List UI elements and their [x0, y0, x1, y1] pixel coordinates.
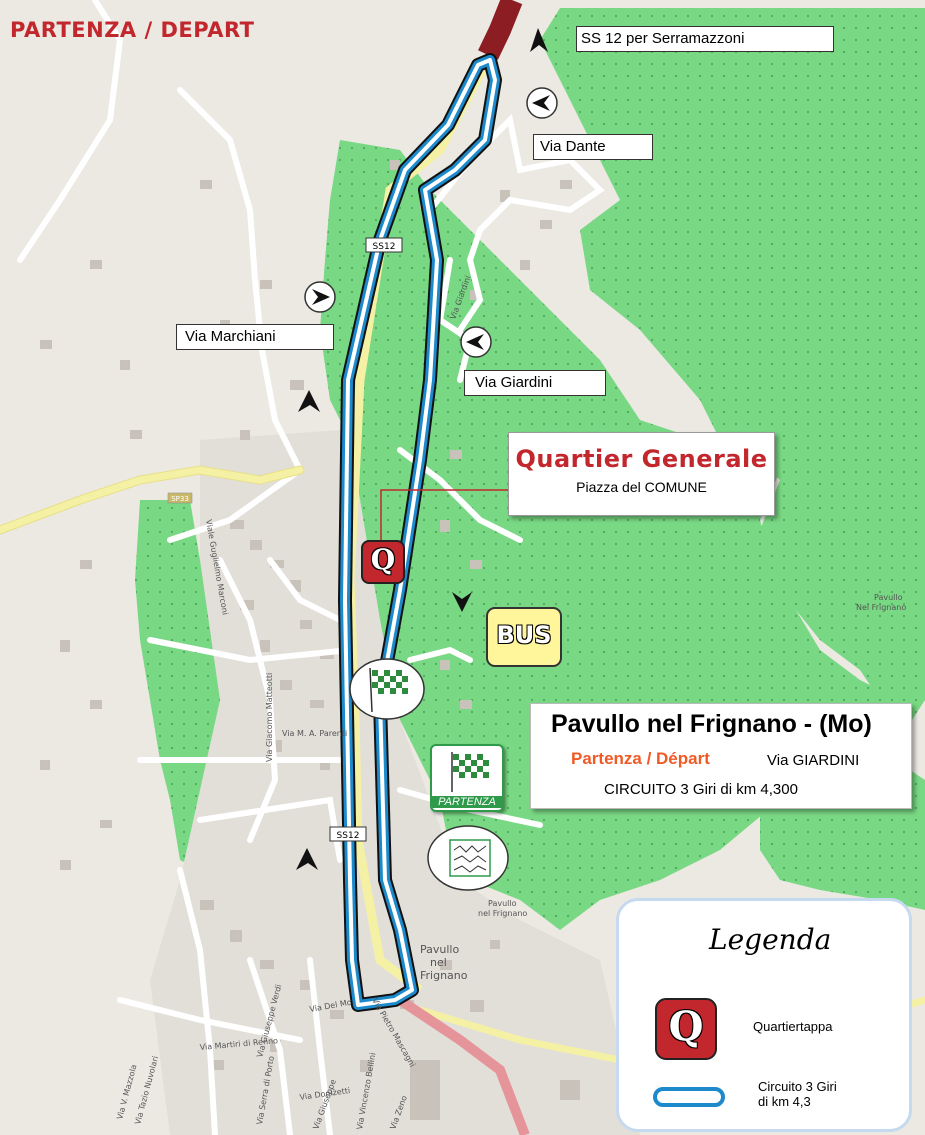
- quartier-generale-box: Quartier Generale Piazza del COMUNE: [508, 432, 775, 516]
- bus-label: BUS: [496, 621, 552, 649]
- label-via-giardini: Via Giardini: [464, 370, 606, 396]
- label-ss12-serramazzoni: SS 12 per Serramazzoni: [576, 26, 834, 52]
- label-via-parenti: Via M. A. Parenti: [282, 729, 347, 738]
- road-shield-top-text: SS12: [373, 242, 396, 252]
- road-pink-south: [397, 995, 530, 1135]
- label-pavullo-3: Frignano: [420, 969, 468, 982]
- quartiertappa-letter: Q: [370, 543, 396, 576]
- legend-panel: Legenda Q Quartiertappa Circuito 3 Giri …: [616, 898, 912, 1132]
- legend-item-quartiertappa: Quartiertappa: [753, 1019, 833, 1034]
- circuit-route: [338, 53, 502, 1012]
- road-shield-sp33-text: SP33: [171, 495, 189, 503]
- bus-marker[interactable]: BUS: [486, 607, 562, 667]
- quartiertappa-marker[interactable]: Q: [361, 540, 405, 584]
- legend-q-letter: Q: [668, 1003, 704, 1050]
- town-title: Pavullo nel Frignano - (Mo): [551, 710, 872, 738]
- arrow-down-icon: [452, 592, 472, 612]
- chevron-left-icon: [532, 95, 550, 111]
- label-pavullo-east-2: Nel Frignano: [856, 603, 906, 612]
- forest-ne: [540, 8, 925, 720]
- legend-q-icon: Q: [655, 998, 717, 1060]
- direction-arrows: [296, 28, 548, 870]
- label-via-matteotti: Via Giacomo Matteotti: [265, 673, 274, 762]
- legend-circuit-icon: [653, 1087, 725, 1107]
- label-pavullo-east-1: Pavullo: [874, 593, 903, 602]
- urban-area: [150, 430, 640, 1135]
- quartier-generale-subtitle: Piazza del COMUNE: [576, 479, 707, 495]
- circuit-info: CIRCUITO 3 Giri di km 4,300: [604, 781, 798, 798]
- start-info-box: Pavullo nel Frignano - (Mo) Partenza / D…: [530, 703, 912, 809]
- qg-connector: [380, 489, 508, 540]
- arrow-up-icon: [296, 848, 318, 870]
- quartier-generale-title: Quartier Generale: [515, 445, 768, 473]
- label-via-marchiani: Via Marchiani: [176, 324, 334, 350]
- urban-center: [150, 430, 640, 1135]
- finish-flag-marker: [349, 658, 425, 720]
- road-shield-top: SS12: [365, 237, 403, 253]
- label-pavullo-1: Pavullo: [420, 943, 459, 956]
- map-title: PARTENZA / DEPART: [10, 18, 255, 42]
- partenza-label: PARTENZA: [432, 796, 502, 808]
- road-shield-sp33: SP33: [167, 492, 193, 504]
- partenza-marker[interactable]: PARTENZA: [430, 744, 504, 812]
- circle-arrow-marchiani: [304, 281, 336, 313]
- legend-circuit-line2: di km 4,3: [758, 1094, 811, 1109]
- start-label: Partenza / Départ: [571, 749, 710, 768]
- circle-arrow-dante: [526, 87, 558, 119]
- label-via-dante: Via Dante: [533, 134, 653, 160]
- legend-item-circuit: Circuito 3 Giri di km 4,3: [758, 1079, 837, 1109]
- legend-circuit-line1: Circuito 3 Giri: [758, 1079, 837, 1094]
- chevron-left-icon: [466, 334, 484, 350]
- chevron-right-icon: [312, 289, 330, 305]
- road-shield-bottom: SS12: [329, 826, 367, 842]
- arrow-up-icon: [530, 28, 548, 52]
- legend-title: Legenda: [709, 923, 832, 956]
- arrow-up-icon: [298, 390, 320, 412]
- road-darkred-top: [478, 0, 523, 60]
- circle-arrow-giardini: [460, 326, 492, 358]
- label-pavullo-small-2: nel Frignano: [478, 909, 527, 918]
- start-street: Via GIARDINI: [767, 752, 860, 769]
- label-pavullo-2: nel: [430, 956, 447, 969]
- buildings: [40, 160, 580, 1120]
- road-shield-bottom-text: SS12: [337, 831, 360, 841]
- route-profile-marker: [427, 825, 509, 891]
- label-pavullo-small-1: Pavullo: [488, 899, 517, 908]
